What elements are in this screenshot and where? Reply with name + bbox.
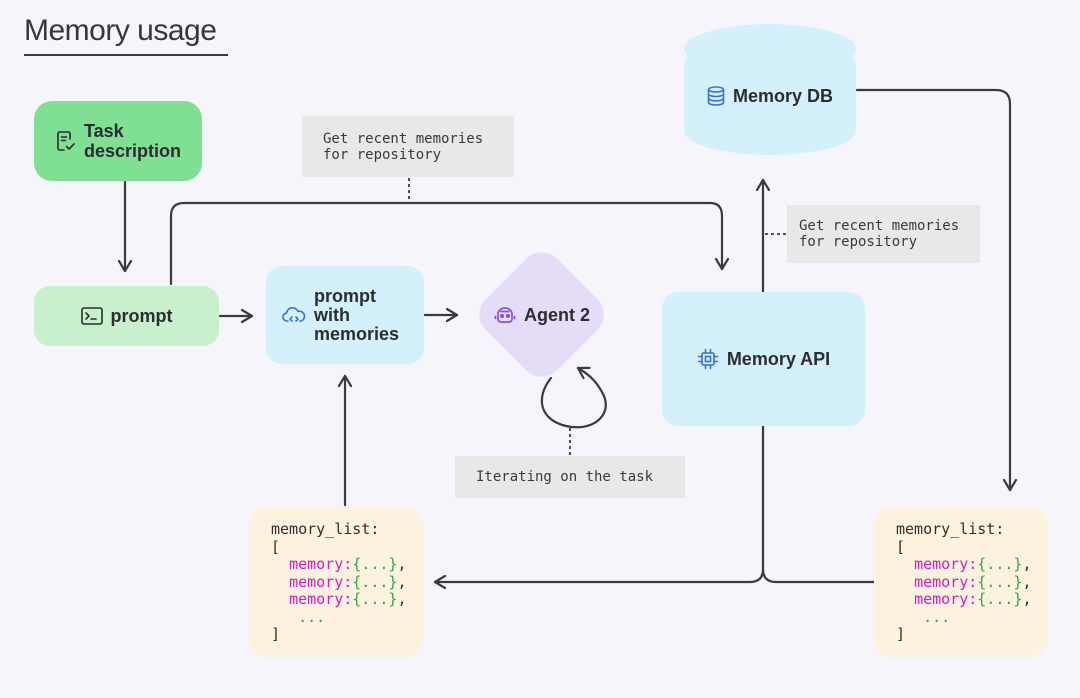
memory-list-item: memory:{...},: [289, 555, 407, 573]
memory-db-node: Memory DB: [684, 72, 856, 120]
memory-list-item: memory:{...},: [289, 590, 407, 608]
memory-list-item: memory:{...},: [289, 572, 407, 591]
memory-list-header: memory_list:: [896, 520, 1005, 538]
arrow-prompt-to-api: [169, 201, 722, 286]
task-description-node: Task description: [34, 101, 202, 181]
memory-list-close: ]: [271, 625, 281, 643]
memory-list-header: memory_list:: [271, 520, 380, 538]
memory-list-item: memory:{...},: [914, 555, 1032, 573]
memory-list-open: [: [896, 537, 906, 556]
database-icon: [707, 86, 725, 106]
memory-list-ellipsis: ...: [923, 607, 951, 626]
memory-list-card-right: memory_list: [ memory:{...}, memory:{...…: [874, 507, 1048, 657]
memory-list-ellipsis: ...: [298, 607, 326, 626]
arrow-memlist-return: [761, 424, 876, 584]
agent-node: Agent 2: [470, 294, 614, 336]
prompt-node: prompt: [34, 286, 219, 346]
memory-api-node: Memory API: [662, 292, 865, 426]
memory-list-open: [: [271, 537, 281, 556]
chip-icon: [697, 348, 719, 370]
memory-list-item: memory:{...},: [914, 572, 1032, 591]
prompt-label: prompt: [110, 305, 173, 326]
robot-icon: [494, 305, 516, 325]
prompt-with-memories-node: prompt with memories: [266, 266, 424, 364]
memory-db-label: Memory DB: [732, 85, 834, 106]
memory-db-cylinder-top: [684, 24, 856, 74]
document-check-icon: [56, 130, 76, 152]
agent-iteration-loop: [540, 368, 607, 429]
arrow-to-memlist1: [433, 567, 765, 582]
agent-label: Agent 2: [523, 304, 590, 325]
title-underline: [24, 54, 228, 56]
diagram-title: Memory usage: [24, 14, 217, 47]
task-description-label: Task description: [84, 121, 182, 161]
terminal-icon: [80, 307, 103, 325]
memory-list-card-left: memory_list: [ memory:{...}, memory:{...…: [249, 507, 423, 657]
note-get-recent-memories-2: Get recent memories for repository: [787, 205, 980, 263]
note-iterating: Iterating on the task: [455, 456, 685, 498]
prompt-with-memories-label: prompt with memories: [314, 285, 400, 344]
cloud-code-icon: [282, 305, 306, 325]
memory-api-label: Memory API: [726, 348, 831, 369]
arrow-db-to-memlist: [855, 88, 1010, 492]
memory-list-close: ]: [896, 625, 906, 643]
memory-list-item: memory:{...},: [914, 590, 1032, 608]
note-get-recent-memories-1: Get recent memories for repository: [302, 116, 514, 177]
